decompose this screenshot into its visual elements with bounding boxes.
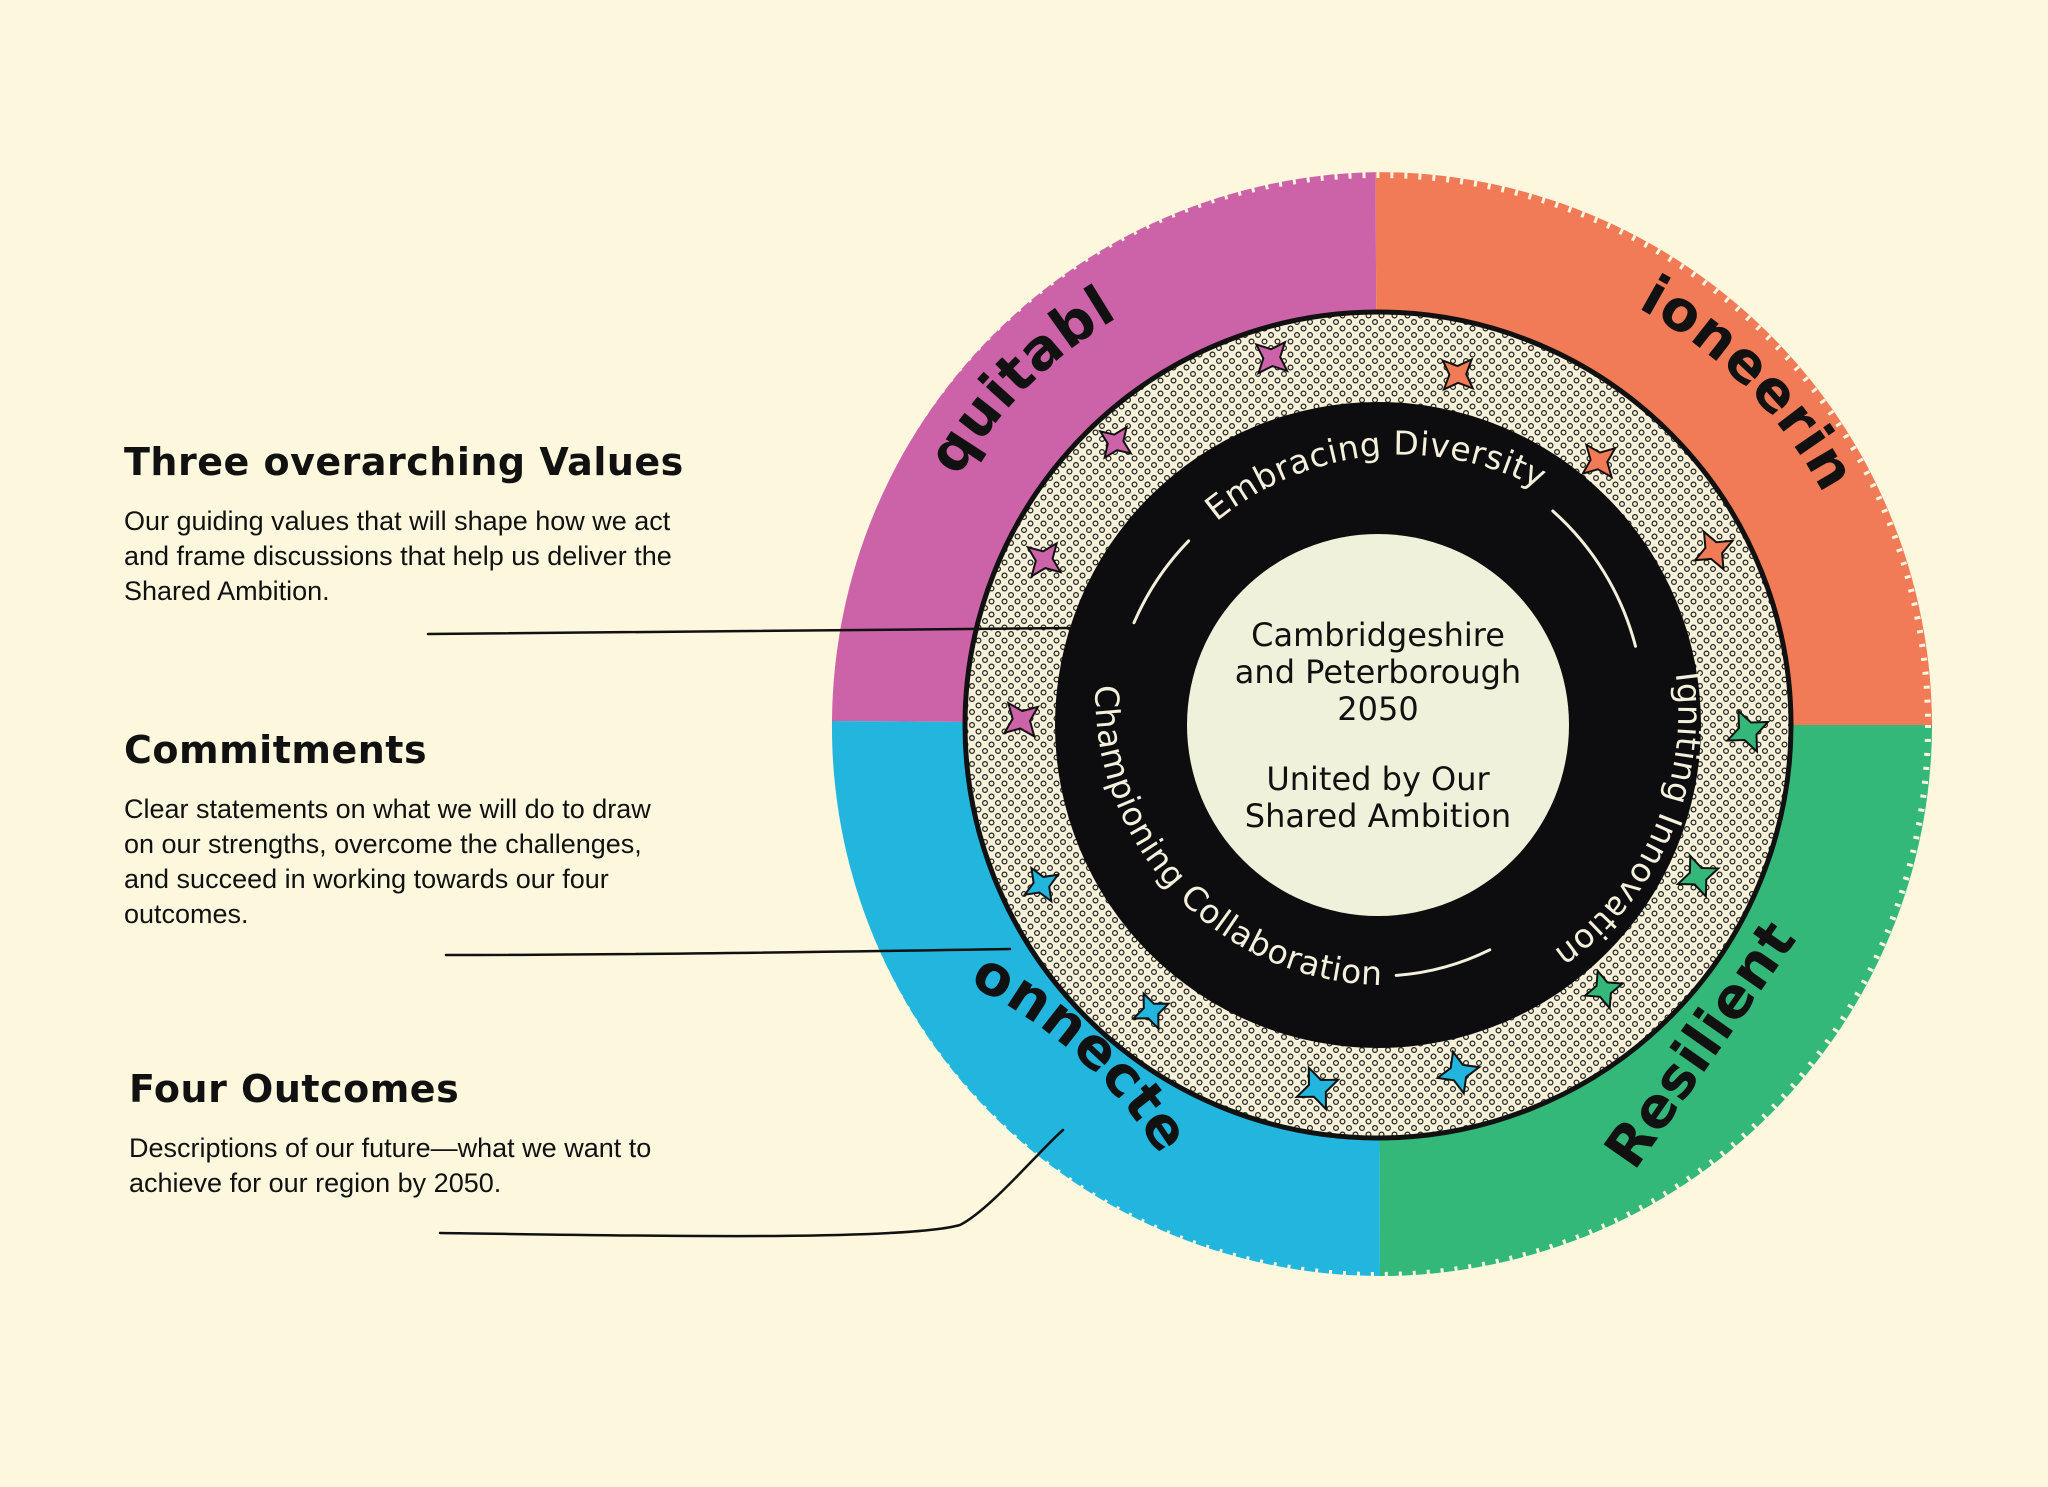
star-icon (1098, 425, 1133, 460)
star-icon (1022, 865, 1061, 904)
star-icon (1440, 357, 1475, 392)
center-line-2: and Peterborough (1235, 653, 1521, 691)
legend-outcomes: Four Outcomes Descriptions of our future… (129, 1067, 689, 1201)
star-icon (1254, 340, 1290, 376)
center-line-1: Cambridgeshire (1251, 616, 1505, 654)
legend-values-title: Three overarching Values (124, 440, 684, 484)
center-line-3: 2050 (1337, 690, 1418, 728)
center-circle (1187, 534, 1569, 916)
star-icon (1002, 701, 1041, 739)
leader-lines (426, 626, 1074, 1238)
legend-commitments-title: Commitments (124, 728, 428, 772)
star-icon (1025, 541, 1063, 579)
center-tagline: United by Our Shared Ambition (1245, 760, 1511, 835)
star-icon (1131, 991, 1172, 1032)
star-icon (1675, 853, 1721, 899)
commitment-stars (1002, 340, 1771, 1112)
star-icon (1294, 1065, 1341, 1112)
star-icon (1692, 529, 1735, 572)
center-tagline-1: United by Our (1266, 760, 1490, 798)
legend-outcomes-body: Descriptions of our future—what we want … (129, 1133, 652, 1198)
leader-line-outcomes (438, 1128, 1065, 1238)
leader-line-values (426, 626, 1074, 636)
leader-line-commitments (444, 947, 1012, 957)
legend-values: Three overarching Values Our guiding val… (124, 440, 684, 609)
legend-values-body: Our guiding values that will shape how w… (124, 506, 672, 606)
center-tagline-2: Shared Ambition (1245, 797, 1511, 835)
legend-commitments-body: Clear statements on what we will do to d… (124, 794, 651, 929)
star-icon (1725, 708, 1771, 754)
legend-commitments: Commitments Clear statements on what we … (124, 728, 684, 932)
values-ring-strokes (1132, 509, 1637, 977)
star-icon (1435, 1049, 1482, 1096)
star-icon (1582, 968, 1625, 1011)
center-title: Cambridgeshire and Peterborough 2050 (1235, 616, 1521, 728)
star-icon (1580, 442, 1618, 480)
outcome-label-equitable: Equitable (0, 0, 1126, 485)
legend-outcomes-title: Four Outcomes (129, 1067, 460, 1111)
